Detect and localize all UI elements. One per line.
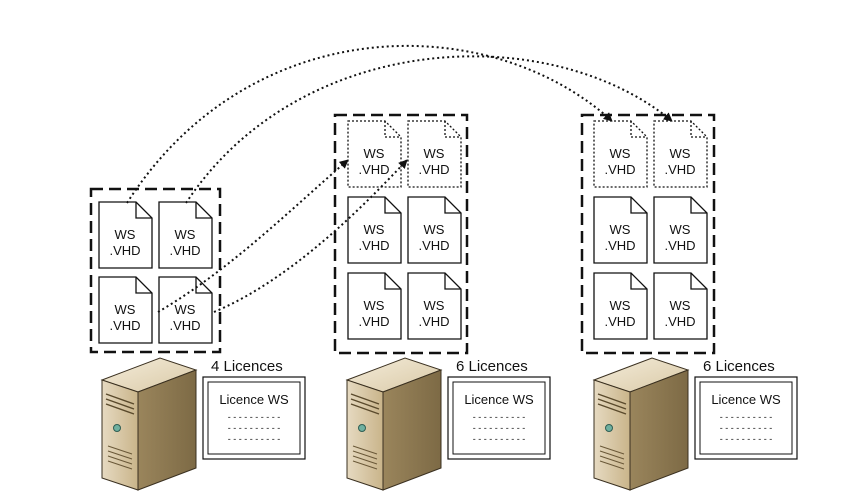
licence-document-dash-line: - - - - - - - - - - xyxy=(228,423,280,433)
vhd-file-label-line2: .VHD xyxy=(604,238,635,253)
vhd-file-icon: WS.VHD xyxy=(347,196,402,264)
licence-document-title: Licence WS xyxy=(219,392,289,407)
vhd-file-label-line2: .VHD xyxy=(358,314,389,329)
vhd-file-icon: WS.VHD xyxy=(98,201,153,269)
vhd-file-icon: WS.VHD xyxy=(347,120,402,188)
vhd-file-icon: WS.VHD xyxy=(407,196,462,264)
vhd-file-label-line2: .VHD xyxy=(109,243,140,258)
migration-arrows xyxy=(126,44,673,313)
vhd-file-label-line2: .VHD xyxy=(664,314,695,329)
vhd-groups xyxy=(89,113,716,355)
server-tower-icon xyxy=(100,357,198,491)
licence-document-dash-line: - - - - - - - - - - xyxy=(228,412,280,422)
vhd-file-label-line2: .VHD xyxy=(358,238,389,253)
vhd-file-label-line1: WS xyxy=(364,298,385,313)
licence-document: Licence WS- - - - - - - - - -- - - - - -… xyxy=(447,376,551,460)
vhd-file-label-line2: .VHD xyxy=(664,238,695,253)
vhd-group-server-3 xyxy=(580,113,716,355)
vhd-file-icon: WS.VHD xyxy=(653,120,708,188)
vhd-file-label-line1: WS xyxy=(364,222,385,237)
vhd-group-server-2 xyxy=(333,113,469,355)
vhd-file-icon: WS.VHD xyxy=(407,272,462,340)
vhd-file-icon: WS.VHD xyxy=(347,272,402,340)
vhd-file-label-line2: .VHD xyxy=(418,162,449,177)
vhd-group-server-1 xyxy=(89,187,222,354)
licence-document-dash-line: - - - - - - - - - - xyxy=(720,423,772,433)
migration-arrow-1 xyxy=(126,44,613,204)
licence-count-label: 6 Licences xyxy=(703,358,775,375)
vhd-file-icon: WS.VHD xyxy=(593,196,648,264)
vhd-file-label-line2: .VHD xyxy=(169,318,200,333)
migration-arrow-3 xyxy=(157,159,349,313)
vhd-file-icon: WS.VHD xyxy=(158,201,213,269)
vhd-file-label-line1: WS xyxy=(115,227,136,242)
vhd-file-label-line2: .VHD xyxy=(169,243,200,258)
vhd-file-label-line1: WS xyxy=(610,298,631,313)
vhd-file-label-line2: .VHD xyxy=(358,162,389,177)
vhd-file-label-line1: WS xyxy=(364,146,385,161)
vhd-file-label-line1: WS xyxy=(610,222,631,237)
licence-count-label: 4 Licences xyxy=(211,358,283,375)
licence-document: Licence WS- - - - - - - - - -- - - - - -… xyxy=(694,376,798,460)
licence-document: Licence WS- - - - - - - - - -- - - - - -… xyxy=(202,376,306,460)
vhd-file-icon: WS.VHD xyxy=(407,120,462,188)
vhd-file-label-line2: .VHD xyxy=(109,318,140,333)
server-tower-icon xyxy=(345,357,443,491)
vhd-file-label-line2: .VHD xyxy=(664,162,695,177)
vhd-file-label-line2: .VHD xyxy=(418,314,449,329)
licence-document-dash-line: - - - - - - - - - - xyxy=(720,434,772,444)
vhd-file-label-line2: .VHD xyxy=(418,238,449,253)
migration-arrow-2 xyxy=(185,55,673,204)
migration-arrow-4 xyxy=(213,159,408,313)
vhd-file-label-line1: WS xyxy=(424,298,445,313)
licence-document-title: Licence WS xyxy=(711,392,781,407)
licence-document-title: Licence WS xyxy=(464,392,534,407)
licence-document-dash-line: - - - - - - - - - - xyxy=(473,434,525,444)
vhd-file-label-line1: WS xyxy=(175,302,196,317)
licence-count-label: 6 Licences xyxy=(456,358,528,375)
vhd-file-label-line1: WS xyxy=(115,302,136,317)
vhd-file-label-line1: WS xyxy=(610,146,631,161)
vhd-file-label-line1: WS xyxy=(670,222,691,237)
vhd-file-label-line1: WS xyxy=(670,298,691,313)
vhd-file-icon: WS.VHD xyxy=(593,120,648,188)
licence-document-dash-line: - - - - - - - - - - xyxy=(228,434,280,444)
vhd-file-label-line1: WS xyxy=(670,146,691,161)
vhd-file-label-line1: WS xyxy=(424,222,445,237)
vhd-file-label-line1: WS xyxy=(424,146,445,161)
vhd-file-icon: WS.VHD xyxy=(98,276,153,344)
licence-document-dash-line: - - - - - - - - - - xyxy=(473,423,525,433)
vhd-file-label-line1: WS xyxy=(175,227,196,242)
licence-document-dash-line: - - - - - - - - - - xyxy=(473,412,525,422)
vhd-file-label-line2: .VHD xyxy=(604,162,635,177)
vhd-files: WS.VHDWS.VHDWS.VHDWS.VHDWS.VHDWS.VHDWS.V… xyxy=(98,120,708,344)
vhd-file-icon: WS.VHD xyxy=(653,196,708,264)
vhd-file-icon: WS.VHD xyxy=(653,272,708,340)
vhd-file-icon: WS.VHD xyxy=(593,272,648,340)
vhd-file-label-line2: .VHD xyxy=(604,314,635,329)
vhd-file-icon: WS.VHD xyxy=(158,276,213,344)
licence-document-dash-line: - - - - - - - - - - xyxy=(720,412,772,422)
server-tower-icon xyxy=(592,357,690,491)
